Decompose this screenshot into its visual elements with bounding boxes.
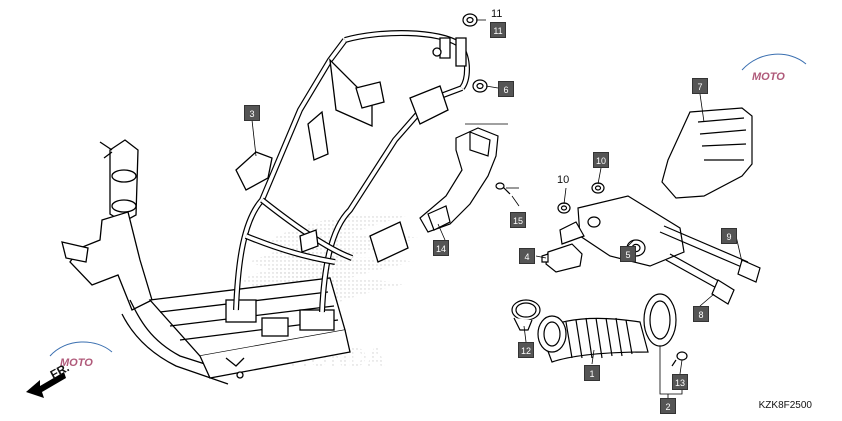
bolt-8	[665, 253, 735, 305]
callout-10[interactable]: 10	[593, 152, 609, 168]
callout-1[interactable]: 1	[584, 365, 600, 381]
callout-2[interactable]: 2	[660, 398, 676, 414]
cover-panel-7	[661, 107, 753, 199]
callout-5[interactable]: 5	[620, 246, 636, 262]
air-duct-tube-1	[537, 315, 649, 363]
callout-11[interactable]: 11	[490, 22, 506, 38]
grommet-6	[472, 79, 488, 93]
callout-12[interactable]: 12	[518, 342, 534, 358]
diagram-code: KZK8F2500	[758, 400, 812, 411]
frame-body	[61, 30, 470, 385]
label-11-plain: 11	[491, 8, 503, 20]
leader-lines	[251, 19, 743, 398]
rear-fender-bracket	[419, 127, 499, 233]
callout-15[interactable]: 15	[510, 212, 526, 228]
callout-7[interactable]: 7	[692, 78, 708, 94]
seal-ring-2	[643, 293, 677, 347]
callout-9[interactable]: 9	[721, 228, 737, 244]
callout-6[interactable]: 6	[498, 81, 514, 97]
callout-4[interactable]: 4	[519, 248, 535, 264]
moto-logo-top-right: MOTO	[741, 53, 807, 83]
callout-14[interactable]: 14	[433, 240, 449, 256]
callout-8[interactable]: 8	[693, 306, 709, 322]
bolt-15	[495, 182, 511, 195]
collar-10	[557, 182, 605, 214]
callout-13[interactable]: 13	[672, 374, 688, 390]
logo-text-top: MOTO	[752, 71, 785, 83]
stopper-rubber-4	[541, 243, 583, 273]
logo-text-left: MOTO	[60, 357, 93, 369]
front-direction-arrow-icon	[26, 372, 66, 398]
grommet-11	[462, 13, 478, 27]
label-10-plain: 10	[557, 174, 570, 186]
screw-13	[671, 351, 688, 367]
moto-logo-left: MOTO	[49, 341, 113, 369]
clamp-12	[511, 299, 541, 331]
bolt-9	[659, 225, 761, 283]
callout-3[interactable]: 3	[244, 105, 260, 121]
